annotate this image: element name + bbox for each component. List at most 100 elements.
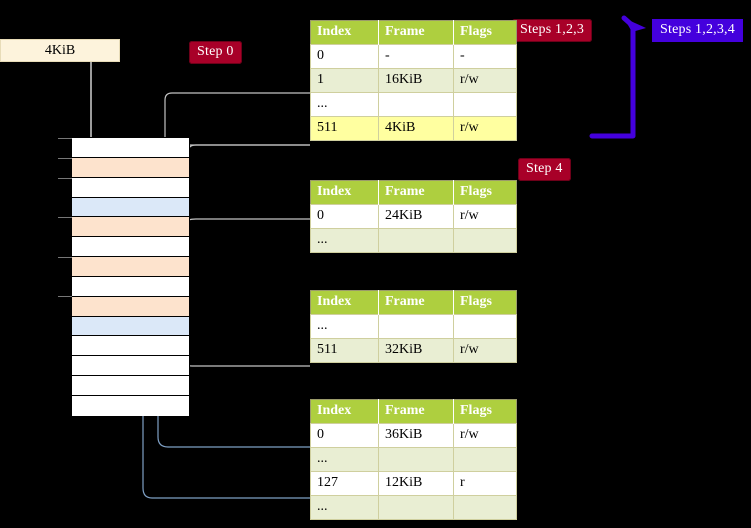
column-header-index: Index [310, 20, 379, 45]
table-row: ... [310, 92, 517, 117]
physical-memory-column [71, 137, 190, 416]
table-row: ... [310, 228, 517, 253]
table-header-row: Index Frame Flags [310, 20, 517, 45]
cell-frame [378, 92, 454, 117]
table-header-row: Index Frame Flags [310, 399, 517, 424]
cell-frame [378, 447, 454, 472]
memory-row [72, 356, 189, 377]
memory-tick [58, 158, 72, 159]
memory-row [72, 276, 189, 297]
badge-steps-123: Steps 1,2,3 [512, 19, 593, 42]
page-table-pml4: Index Frame Flags 0 - - 1 16KiB r/w ... … [310, 20, 517, 141]
cell-index: 1 [310, 68, 379, 93]
table-row: 127 12KiB r [310, 471, 517, 496]
cell-index: 0 [310, 204, 379, 229]
cell-index: 0 [310, 44, 379, 69]
cell-flags: r [453, 471, 517, 496]
cell-frame: 4KiB [378, 116, 454, 141]
cell-flags: r/w [453, 423, 517, 448]
memory-tick [58, 296, 72, 297]
table-row: 0 - - [310, 44, 517, 69]
wire-pd-to-memory [170, 301, 310, 367]
cell-index: ... [310, 495, 379, 520]
table-row: 1 16KiB r/w [310, 68, 517, 93]
memory-row [72, 217, 189, 238]
cell-flags: - [453, 44, 517, 69]
cell-frame: 36KiB [378, 423, 454, 448]
memory-row [72, 296, 189, 317]
cell-frame: 16KiB [378, 68, 454, 93]
column-header-frame: Frame [378, 20, 454, 45]
memory-tick [58, 217, 72, 218]
column-header-flags: Flags [453, 290, 517, 315]
frame-4kib-label: 4KiB [44, 42, 76, 58]
memory-row [72, 336, 189, 357]
frame-4kib-box: 4KiB [0, 39, 120, 62]
wire-pdpt-down [177, 144, 310, 213]
cell-index: ... [310, 447, 379, 472]
memory-tick [58, 257, 72, 258]
memory-row [72, 257, 189, 277]
memory-row [72, 157, 189, 178]
memory-tick [58, 138, 72, 139]
table-header-row: Index Frame Flags [310, 180, 517, 205]
page-table-pt: Index Frame Flags 0 36KiB r/w ... 127 12… [310, 399, 517, 520]
cell-flags [453, 314, 517, 339]
table-row: 511 32KiB r/w [310, 338, 517, 363]
memory-tick [58, 178, 72, 179]
cell-index: ... [310, 314, 379, 339]
cell-flags: r/w [453, 68, 517, 93]
memory-row [72, 395, 189, 416]
badge-step-4: Step 4 [518, 158, 571, 181]
column-header-frame: Frame [378, 180, 454, 205]
cell-flags [453, 228, 517, 253]
column-header-flags: Flags [453, 180, 517, 205]
badge-steps-1234: Steps 1,2,3,4 [652, 19, 743, 42]
memory-row [72, 197, 189, 218]
memory-row [72, 138, 189, 158]
table-row: ... [310, 314, 517, 339]
memory-row [72, 316, 189, 337]
steps-1234-bracket-arrow [589, 15, 646, 139]
wire-pdpt-to-memory [177, 218, 310, 253]
table-row: ... [310, 447, 517, 472]
cell-flags: r/w [453, 116, 517, 141]
column-header-flags: Flags [453, 399, 517, 424]
cell-frame: 24KiB [378, 204, 454, 229]
page-table-pdpt: Index Frame Flags 0 24KiB r/w ... [310, 180, 517, 253]
column-header-index: Index [310, 290, 379, 315]
table-header-row: Index Frame Flags [310, 290, 517, 315]
cell-flags [453, 92, 517, 117]
cell-flags: r/w [453, 338, 517, 363]
table-row: 0 24KiB r/w [310, 204, 517, 229]
cell-index: 511 [310, 116, 379, 141]
memory-row [72, 237, 189, 258]
cell-frame: - [378, 44, 454, 69]
memory-row [72, 376, 189, 396]
badge-step-0: Step 0 [189, 41, 242, 64]
cell-frame [378, 495, 454, 520]
column-header-frame: Frame [378, 290, 454, 315]
cell-frame: 12KiB [378, 471, 454, 496]
column-header-index: Index [310, 180, 379, 205]
wire-pml4-row511 [187, 144, 310, 156]
cell-index: 511 [310, 338, 379, 363]
cell-index: 127 [310, 471, 379, 496]
cell-frame [378, 228, 454, 253]
column-header-index: Index [310, 399, 379, 424]
cell-flags [453, 495, 517, 520]
memory-row [72, 177, 189, 198]
cell-index: ... [310, 92, 379, 117]
column-header-flags: Flags [453, 20, 517, 45]
cell-flags [453, 447, 517, 472]
page-table-pd: Index Frame Flags ... 511 32KiB r/w [310, 290, 517, 363]
cell-frame [378, 314, 454, 339]
cell-frame: 32KiB [378, 338, 454, 363]
table-row: ... [310, 495, 517, 520]
cell-index: 0 [310, 423, 379, 448]
column-header-frame: Frame [378, 399, 454, 424]
table-row-highlighted: 511 4KiB r/w [310, 116, 517, 141]
cell-index: ... [310, 228, 379, 253]
cell-flags: r/w [453, 204, 517, 229]
table-row: 0 36KiB r/w [310, 423, 517, 448]
